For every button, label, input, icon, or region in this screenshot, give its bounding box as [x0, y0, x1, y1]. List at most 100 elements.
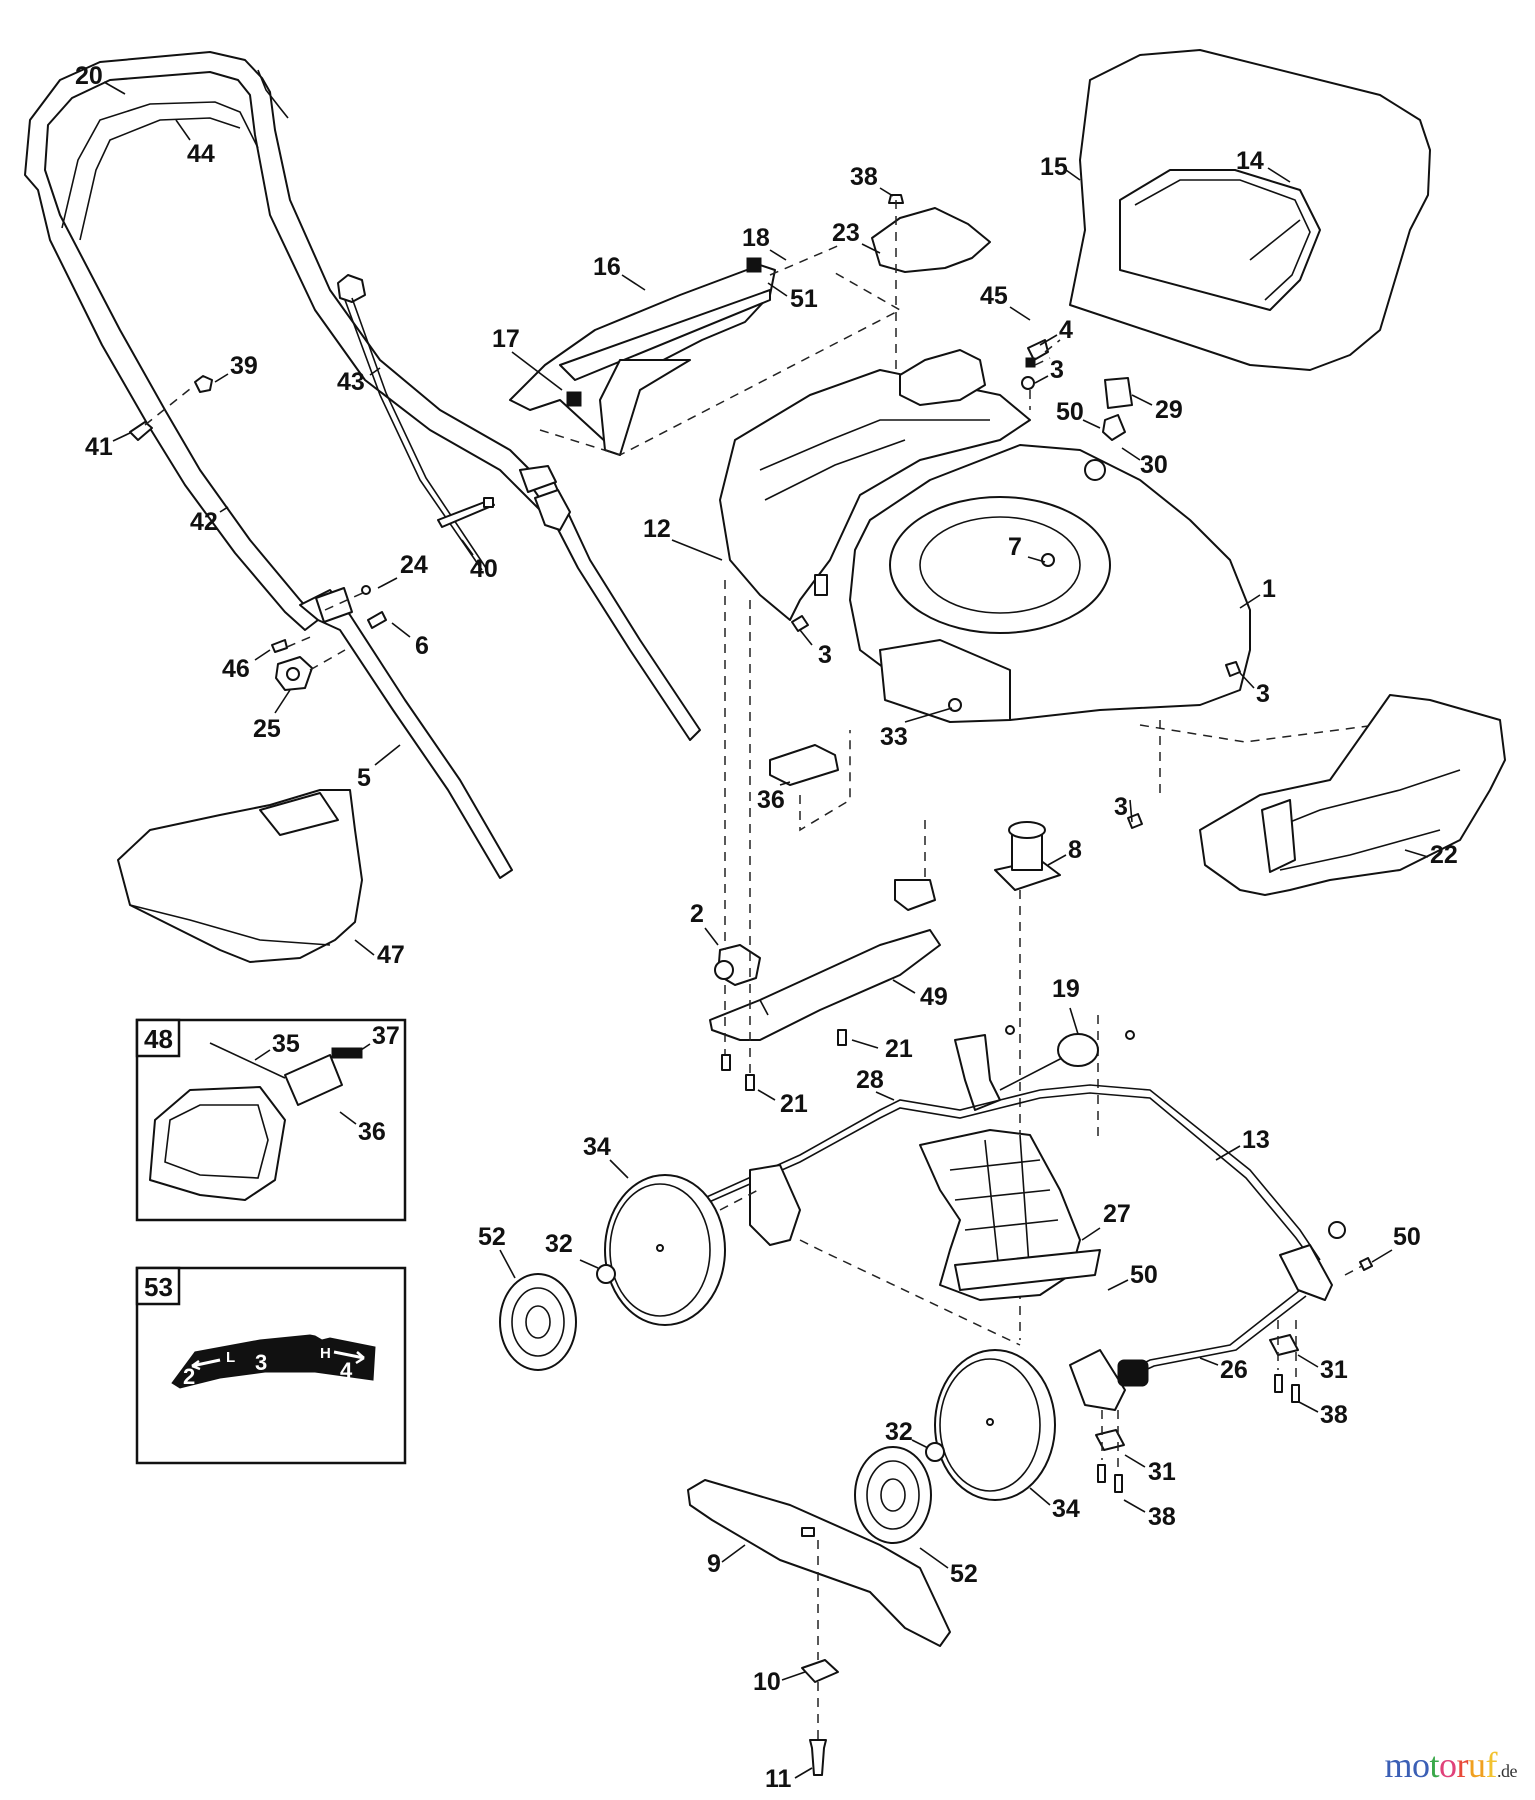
- watermark-letter: m: [1384, 1745, 1412, 1785]
- watermark-letter: f: [1485, 1745, 1498, 1785]
- wheel-nut-right: [925, 1442, 945, 1462]
- callout-7: 7: [1008, 533, 1022, 561]
- front-axle-assembly: [1069, 1221, 1373, 1493]
- handle-hardware: [129, 375, 495, 691]
- callout-31-upper: 31: [1320, 1356, 1348, 1384]
- callout-50-right: 50: [1393, 1223, 1421, 1251]
- side-discharge-chute: [117, 789, 363, 963]
- callout-34-left: 34: [583, 1133, 611, 1161]
- callout-36-deck: 36: [757, 786, 785, 814]
- callout-21-left: 21: [780, 1090, 808, 1118]
- watermark-letter: r: [1456, 1745, 1469, 1785]
- callout-48-36: 36: [358, 1118, 386, 1146]
- callouts: 20 44 43 39 41 42 40 24 6 46 25 5: [75, 62, 1458, 1793]
- callout-48-37: 37: [372, 1022, 400, 1050]
- callout-34-right: 34: [1052, 1495, 1080, 1523]
- watermark-name: motoruf: [1384, 1745, 1497, 1785]
- callout-48-35: 35: [272, 1030, 300, 1058]
- callout-15: 15: [1040, 153, 1068, 181]
- callout-1: 1: [1262, 575, 1276, 603]
- callout-26: 26: [1220, 1356, 1248, 1384]
- callout-50-top: 50: [1056, 398, 1084, 426]
- watermark-letter: u: [1468, 1745, 1486, 1785]
- callout-11: 11: [765, 1765, 792, 1793]
- mower-deck: [719, 349, 1251, 723]
- callout-18: 18: [742, 224, 770, 252]
- callout-29: 29: [1155, 396, 1183, 424]
- height-adjust-assembly: [699, 1025, 1321, 1267]
- callout-28: 28: [856, 1066, 884, 1094]
- callout-25: 25: [253, 715, 281, 743]
- watermark-letter: o: [1411, 1745, 1430, 1785]
- callout-30: 30: [1140, 451, 1168, 479]
- callout-43: 43: [337, 368, 365, 396]
- callout-31-lower: 31: [1148, 1458, 1176, 1486]
- callout-38-upper: 38: [1320, 1401, 1348, 1429]
- callout-24: 24: [400, 551, 428, 579]
- callout-52-right: 52: [950, 1560, 978, 1588]
- callout-10: 10: [753, 1668, 781, 1696]
- grass-bag: [1069, 49, 1431, 371]
- bracket-small: [769, 730, 851, 832]
- callout-38-top: 38: [850, 163, 878, 191]
- callout-3-top: 3: [1050, 356, 1064, 384]
- decal-high-label: H: [320, 1345, 331, 1362]
- deflector: [871, 194, 991, 410]
- blade-bolt: [809, 1739, 827, 1776]
- callout-8: 8: [1068, 836, 1082, 864]
- control-cable: [337, 274, 487, 571]
- callout-22: 22: [1430, 841, 1458, 869]
- callout-3-right: 3: [1256, 680, 1270, 708]
- callout-9: 9: [707, 1550, 721, 1578]
- rear-door: [509, 244, 902, 456]
- callout-13: 13: [1242, 1126, 1270, 1154]
- callout-12: 12: [643, 515, 671, 543]
- callout-52-left: 52: [478, 1223, 506, 1251]
- callout-51: 51: [790, 285, 818, 313]
- callout-16: 16: [593, 253, 621, 281]
- callout-6: 6: [415, 632, 429, 660]
- callout-33: 33: [880, 723, 908, 751]
- arrow-high-icon: [333, 1350, 365, 1360]
- watermark-logo: motoruf.de: [1384, 1744, 1517, 1786]
- rear-baffle: [919, 1129, 1101, 1301]
- watermark-letter: o: [1439, 1745, 1457, 1785]
- decal-position-mid: 3: [255, 1350, 267, 1375]
- callout-39: 39: [230, 352, 258, 380]
- callout-3-left: 3: [818, 641, 832, 669]
- callout-47: 47: [377, 941, 405, 969]
- hubcap-left: [499, 1273, 577, 1371]
- hubcap-right: [854, 1446, 932, 1544]
- decal-position-low: 2: [183, 1364, 195, 1389]
- callout-3-lower: 3: [1114, 793, 1128, 821]
- callout-41: 41: [85, 433, 113, 461]
- callout-2: 2: [690, 900, 704, 928]
- mulch-plug: [1199, 694, 1506, 896]
- callout-50-mid: 50: [1130, 1261, 1158, 1289]
- callout-40: 40: [470, 555, 498, 583]
- cable-hook: [257, 69, 289, 119]
- callout-42: 42: [190, 508, 218, 536]
- callout-14: 14: [1236, 147, 1264, 175]
- callout-45: 45: [980, 282, 1008, 310]
- callout-32-left: 32: [545, 1230, 573, 1258]
- inset-53: 53 2 3 4 L H: [135, 1266, 407, 1465]
- inset-48: 48 35 37 36: [135, 1018, 407, 1222]
- callout-19: 19: [1052, 975, 1080, 1003]
- deck-hardware: [791, 339, 1416, 829]
- inset-48-label: 48: [144, 1024, 173, 1054]
- callout-23: 23: [832, 219, 860, 247]
- callout-17: 17: [492, 325, 520, 353]
- rear-wheel-right: [934, 1349, 1056, 1501]
- callout-46: 46: [222, 655, 250, 683]
- rear-wheel-left: [604, 1174, 763, 1326]
- wheel-nut-left: [596, 1264, 616, 1284]
- inset-53-label: 53: [144, 1272, 173, 1302]
- callout-32-right: 32: [885, 1418, 913, 1446]
- upper-handle: [24, 51, 551, 631]
- callout-49: 49: [920, 983, 948, 1011]
- blade: [687, 1479, 951, 1660]
- callout-20: 20: [75, 62, 103, 90]
- assembly-guide: [799, 1239, 1021, 1346]
